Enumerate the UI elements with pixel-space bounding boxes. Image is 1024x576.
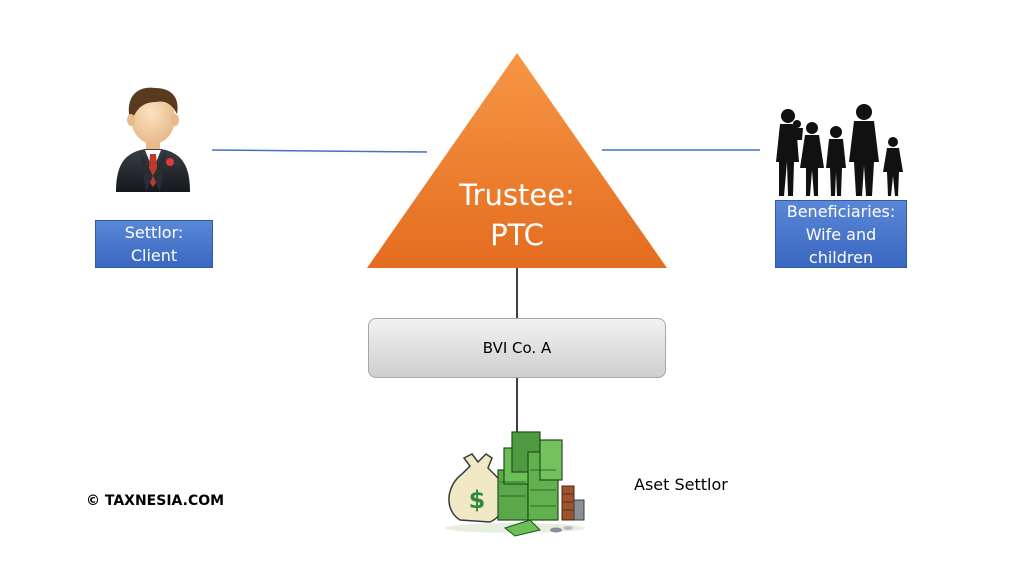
settlor-label-line2: Client bbox=[130, 246, 178, 265]
trustee-label-line1: Trustee: bbox=[459, 178, 575, 212]
trustee-triangle bbox=[367, 53, 667, 268]
family-silhouette-icon bbox=[776, 104, 903, 196]
trustee-label: Trustee: PTC bbox=[417, 175, 617, 255]
settlor-connector-line bbox=[211, 149, 428, 153]
svg-text:$: $ bbox=[469, 486, 486, 514]
money-bag-cash-stack-icon: $ bbox=[445, 431, 585, 537]
settlor-label-line1: Settlor: bbox=[124, 223, 184, 242]
company-box: BVI Co. A bbox=[368, 318, 666, 378]
beneficiaries-label-box: Beneficiaries: Wife and children bbox=[775, 200, 907, 268]
beneficiaries-label-line1: Beneficiaries: bbox=[786, 201, 896, 221]
beneficiaries-label-line2: Wife and bbox=[805, 224, 877, 244]
trustee-label-line2: PTC bbox=[490, 218, 544, 252]
company-label: BVI Co. A bbox=[482, 339, 552, 357]
settlor-label-box: Settlor: Client bbox=[95, 220, 213, 268]
beneficiaries-label-line3: children bbox=[808, 247, 874, 267]
copyright-text: © TAXNESIA.COM bbox=[86, 493, 225, 509]
asset-label: Aset Settlor bbox=[634, 475, 728, 494]
businessman-icon bbox=[116, 87, 190, 192]
